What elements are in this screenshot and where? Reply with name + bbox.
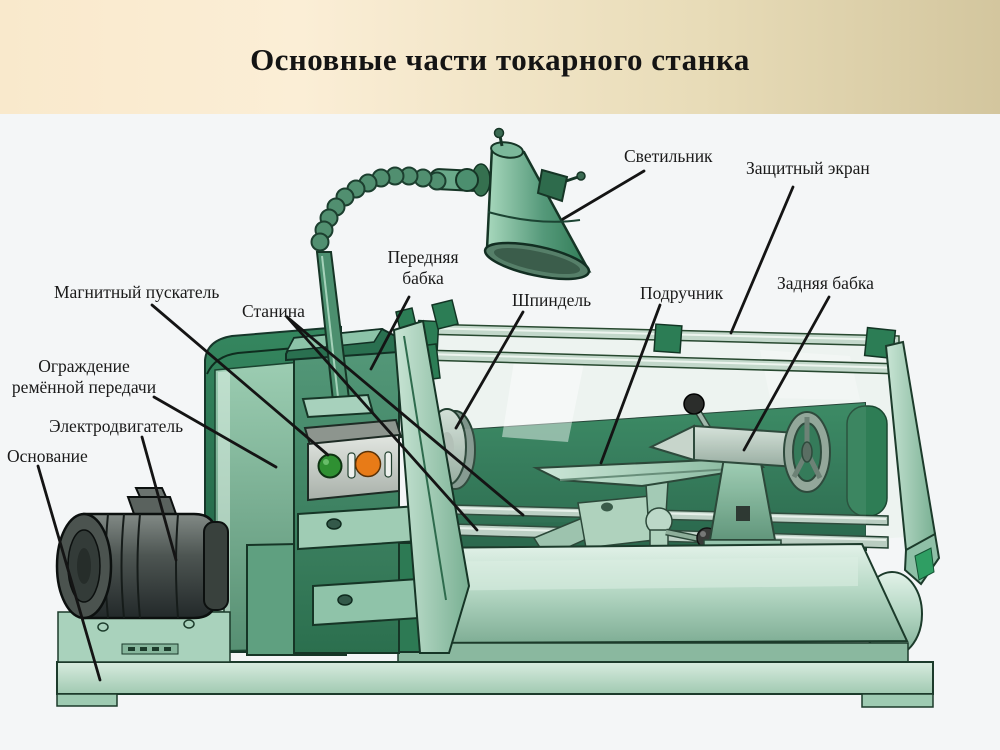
leader-base — [36, 464, 102, 682]
leader-tailstock — [742, 295, 831, 452]
tool-rest — [532, 456, 766, 558]
label-motor: Электродвигатель — [49, 416, 184, 436]
tailstock-handwheel — [783, 411, 831, 493]
label-spindle: Шпиндель — [512, 290, 592, 310]
label-lamp: Светильник — [624, 146, 713, 166]
page-title: Основные части токарного станка — [250, 42, 750, 77]
screen-glass — [422, 334, 933, 540]
green-start-button — [317, 453, 343, 479]
orange-stop-button — [354, 450, 382, 478]
lamp-cone — [483, 127, 592, 281]
label-protective-screen: Защитный экран — [746, 158, 870, 178]
label-tool-rest: Подручник — [640, 283, 724, 303]
leader-lines — [36, 169, 831, 682]
leader-tool-rest — [599, 303, 662, 465]
leader-motor — [140, 435, 178, 562]
label-magnetic-starter: Магнитный пускатель — [54, 282, 220, 302]
label-bed: Станина — [242, 301, 305, 321]
label-tailstock: Задняя бабка — [777, 273, 874, 293]
leader-spindle — [454, 310, 525, 430]
leader-magnetic-starter — [150, 303, 330, 457]
leader-bed-2 — [285, 315, 525, 517]
leader-belt-guard — [152, 395, 278, 469]
label-base: Основание — [7, 446, 88, 466]
electric-motor — [55, 487, 229, 620]
label-belt-guard: Ограждение ремённой передачи — [11, 356, 157, 397]
leader-headstock — [369, 295, 411, 371]
base — [56, 661, 934, 708]
leader-bed-1 — [285, 315, 479, 532]
lamp — [301, 127, 592, 419]
leader-lamp — [561, 169, 646, 221]
title-band — [0, 0, 1000, 114]
label-headstock: Передняя бабка — [387, 247, 459, 288]
leader-protective-screen — [729, 185, 795, 335]
magnetic-starter — [303, 418, 403, 502]
gooseneck — [310, 166, 447, 252]
bed — [397, 542, 923, 663]
